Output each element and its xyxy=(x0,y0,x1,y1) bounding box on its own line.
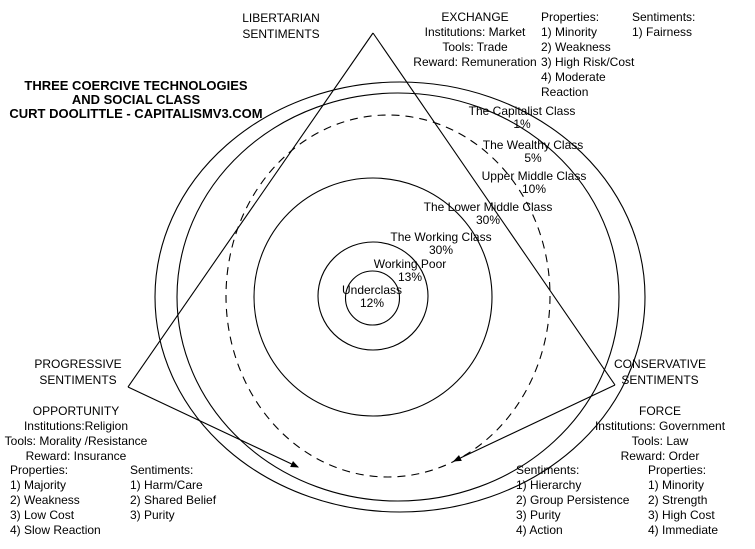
exchange-institutions: Institutions: Market xyxy=(424,25,526,39)
list-item: 1) Majority xyxy=(10,478,67,492)
progressive-line1: PROGRESSIVE xyxy=(34,357,122,371)
opportunity-sentiments-list: Sentiments: 1) Harm/Care 2) Shared Belie… xyxy=(130,463,216,523)
opportunity-properties-list: Properties: 1) Majority 2) Weakness 3) L… xyxy=(10,463,101,538)
class-name: The Lower Middle Class xyxy=(423,200,553,214)
list-item: 2) Shared Belief xyxy=(130,493,217,507)
list-item: 2) Weakness xyxy=(541,40,611,54)
class-name: The Capitalist Class xyxy=(468,104,576,118)
force-block: FORCE Institutions: Government Tools: La… xyxy=(595,404,725,464)
triangle-left-side xyxy=(127,32,374,388)
title-line3: CURT DOOLITTLE - CAPITALISMV3.COM xyxy=(9,106,263,121)
triangle-right-side xyxy=(372,32,616,386)
second-circle-wealthy-boundary xyxy=(176,92,620,502)
force-tools: Tools: Law xyxy=(631,434,689,448)
force-institutions: Institutions: Government xyxy=(594,419,726,433)
opportunity-reward: Reward: Insurance xyxy=(25,449,127,463)
class-percent: 10% xyxy=(521,182,547,196)
title-line1: THREE COERCIVE TECHNOLOGIES xyxy=(24,78,248,93)
force-sentiments-list: Sentiments: 1) Hierarchy 2) Group Persis… xyxy=(516,463,629,538)
opportunity-sentiments-heading: Sentiments: xyxy=(130,463,194,477)
list-item: 1) Fairness xyxy=(632,25,693,39)
force-sentiments-heading: Sentiments: xyxy=(516,463,580,477)
libertarian-line1: LIBERTARIAN xyxy=(242,11,320,25)
list-item: 3) High Cost xyxy=(648,508,715,522)
opportunity-properties-heading: Properties: xyxy=(10,463,69,477)
working-poor-circle xyxy=(317,241,429,351)
class-percent: 5% xyxy=(524,151,542,165)
opportunity-name: OPPORTUNITY xyxy=(32,404,120,418)
underclass-circle xyxy=(344,270,401,326)
class-label-upper-middle: Upper Middle Class 10% xyxy=(482,170,587,196)
exchange-sentiments-list: Sentiments: 1) Fairness xyxy=(632,10,695,40)
list-item: 1) Harm/Care xyxy=(130,478,203,492)
triangle-bottom-right-segment xyxy=(453,384,616,462)
class-percent: 30% xyxy=(475,213,501,227)
list-item: 2) Group Persistence xyxy=(516,493,630,507)
dashed-circle-upper-middle-boundary xyxy=(225,114,551,478)
force-name: FORCE xyxy=(639,404,681,418)
list-item: 3) Low Cost xyxy=(10,508,75,522)
list-item: 2) Strength xyxy=(648,493,708,507)
class-label-wealthy: The Wealthy Class 5% xyxy=(483,139,583,165)
progressive-line2: SENTIMENTS xyxy=(39,373,117,387)
force-properties-heading: Properties: xyxy=(648,463,707,477)
opportunity-tools: Tools: Morality /Resistance xyxy=(4,434,148,448)
title-line2: AND SOCIAL CLASS xyxy=(71,92,201,107)
working-class-circle xyxy=(253,177,493,417)
progressive-sentiments-label: PROGRESSIVE SENTIMENTS xyxy=(34,356,121,388)
list-item: 3) High Risk/Cost xyxy=(541,55,635,69)
class-label-underclass: Underclass 12% xyxy=(342,284,402,310)
conservative-line1: CONSERVATIVE xyxy=(613,357,707,371)
libertarian-sentiments-label: LIBERTARIAN SENTIMENTS xyxy=(242,10,320,42)
opportunity-institutions: Institutions:Religion xyxy=(23,419,129,433)
class-name: The Wealthy Class xyxy=(482,138,584,152)
conservative-sentiments-label: CONSERVATIVE SENTIMENTS xyxy=(614,356,706,388)
exchange-block: EXCHANGE Institutions: Market Tools: Tra… xyxy=(413,10,536,70)
force-reward: Reward: Order xyxy=(620,449,700,463)
list-item: 1) Minority xyxy=(648,478,705,492)
class-percent: 1% xyxy=(513,117,531,131)
list-item: 4) Immediate xyxy=(648,523,719,537)
class-name: Underclass xyxy=(341,283,403,297)
class-name: The Working Class xyxy=(390,230,492,244)
list-item: 4) Slow Reaction xyxy=(10,523,101,537)
class-label-lower-middle: The Lower Middle Class 30% xyxy=(424,201,553,227)
exchange-name: EXCHANGE xyxy=(441,10,509,24)
list-item: 1) Hierarchy xyxy=(516,478,582,492)
list-item: 4) Action xyxy=(516,523,563,537)
list-item: 2) Weakness xyxy=(10,493,80,507)
class-name: Upper Middle Class xyxy=(481,169,587,183)
exchange-tools: Tools: Trade xyxy=(442,40,508,54)
libertarian-line2: SENTIMENTS xyxy=(242,27,320,41)
list-item: 4) Moderate Reaction xyxy=(541,70,606,99)
list-item: 3) Purity xyxy=(130,508,175,522)
conservative-line2: SENTIMENTS xyxy=(621,373,699,387)
triangle-bottom-left-segment xyxy=(127,386,299,468)
exchange-properties-list: Properties: 1) Minority 2) Weakness 3) H… xyxy=(541,10,634,100)
class-percent: 13% xyxy=(397,270,423,284)
list-item: 1) Minority xyxy=(541,25,598,39)
list-item: 3) Purity xyxy=(516,508,561,522)
class-percent: 30% xyxy=(428,243,454,257)
exchange-sentiments-heading: Sentiments: xyxy=(632,10,696,24)
class-label-working-class: The Working Class 30% xyxy=(390,231,491,257)
opportunity-block: OPPORTUNITY Institutions:Religion Tools:… xyxy=(5,404,148,464)
force-properties-list: Properties: 1) Minority 2) Strength 3) H… xyxy=(648,463,718,538)
page-title: THREE COERCIVE TECHNOLOGIES AND SOCIAL C… xyxy=(9,79,262,121)
outer-circle-capitalist-boundary xyxy=(154,81,646,513)
class-label-working-poor: Working Poor 13% xyxy=(374,258,446,284)
class-name: Working Poor xyxy=(373,257,447,271)
class-percent: 12% xyxy=(359,296,385,310)
exchange-reward: Reward: Remuneration xyxy=(413,55,537,69)
class-label-capitalist: The Capitalist Class 1% xyxy=(469,105,576,131)
exchange-properties-heading: Properties: xyxy=(541,10,600,24)
